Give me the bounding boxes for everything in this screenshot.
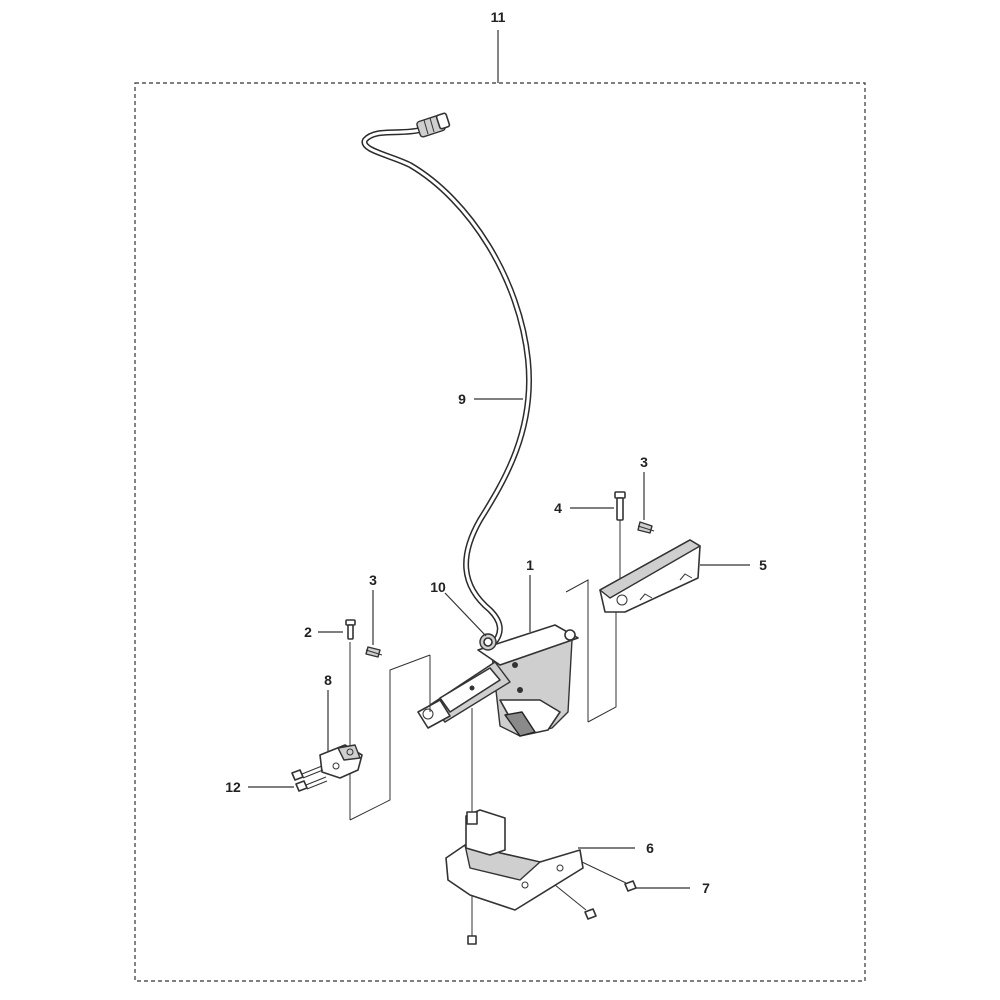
assembly-guide-right-2	[565, 579, 589, 722]
callout-2: 2	[304, 624, 312, 640]
clevis-pin-2	[345, 619, 356, 640]
kit-boundary-dashed-frame	[134, 82, 866, 982]
bracket-5	[599, 539, 701, 613]
callout-3-left: 3	[369, 572, 377, 588]
wire-harness	[361, 112, 532, 648]
callout-9: 9	[458, 391, 466, 407]
bolts-7	[467, 861, 637, 945]
assembly-guide-left	[349, 654, 431, 821]
callout-11: 11	[491, 9, 506, 25]
leader-10	[444, 592, 487, 637]
callout-5: 5	[759, 557, 767, 573]
callout-3-right: 3	[640, 454, 648, 470]
mounting-plate-8	[319, 744, 363, 779]
callout-10: 10	[430, 579, 446, 595]
callout-7: 7	[702, 880, 710, 896]
callout-6: 6	[646, 840, 654, 856]
callout-8: 8	[324, 672, 332, 688]
callout-1: 1	[526, 557, 534, 573]
bracket-6	[445, 809, 584, 911]
callout-4: 4	[554, 500, 562, 516]
callout-12: 12	[225, 779, 241, 795]
connector-plug	[416, 112, 451, 138]
hair-clip-3-left	[365, 646, 383, 658]
linear-actuator	[417, 624, 579, 737]
assembly-guide-right	[587, 602, 617, 723]
clevis-pin-4	[614, 491, 626, 521]
bolts-12	[291, 765, 328, 792]
hair-clip-3-right	[637, 521, 655, 534]
